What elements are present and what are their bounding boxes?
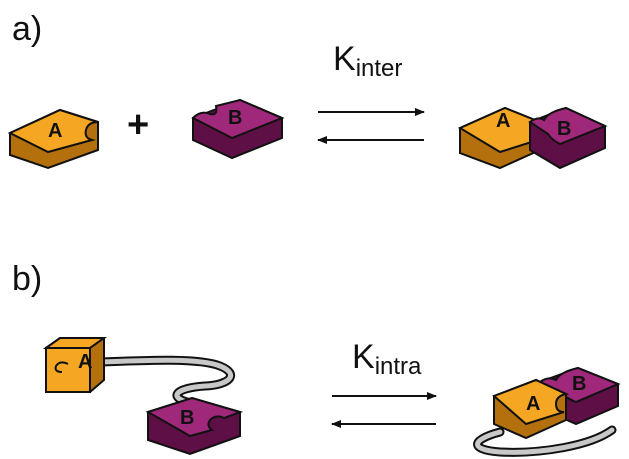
k-intra-label: Kintra <box>352 338 421 379</box>
panel-a-label: a) <box>12 10 43 48</box>
intramolecular-complex: B A <box>473 366 621 457</box>
block-a-separate: A <box>7 108 99 170</box>
block-b-separate: B <box>191 98 285 160</box>
tethered-block-a: A <box>42 337 108 393</box>
k-inter-label: Kinter <box>333 40 402 81</box>
k-inter-symbol: K <box>333 40 356 78</box>
complex-b-label: B <box>557 118 571 140</box>
k-inter-subscript: inter <box>355 55 403 82</box>
block-b-label: B <box>228 107 242 129</box>
k-intra-symbol: K <box>352 338 375 376</box>
tethered-b-label: B <box>180 407 194 429</box>
tethered-a-label: A <box>78 351 92 373</box>
block-a-label: A <box>48 120 62 142</box>
plus-sign: + <box>127 104 150 146</box>
tethered-block-b: B <box>145 396 244 456</box>
k-intra-subscript: intra <box>374 353 422 380</box>
intramolecular-a-label: A <box>526 393 540 415</box>
panel-b-label: b) <box>12 260 43 298</box>
complex-a-label: A <box>496 110 510 132</box>
complex-ab: A B <box>457 106 608 170</box>
intramolecular-b-label: B <box>572 373 586 395</box>
